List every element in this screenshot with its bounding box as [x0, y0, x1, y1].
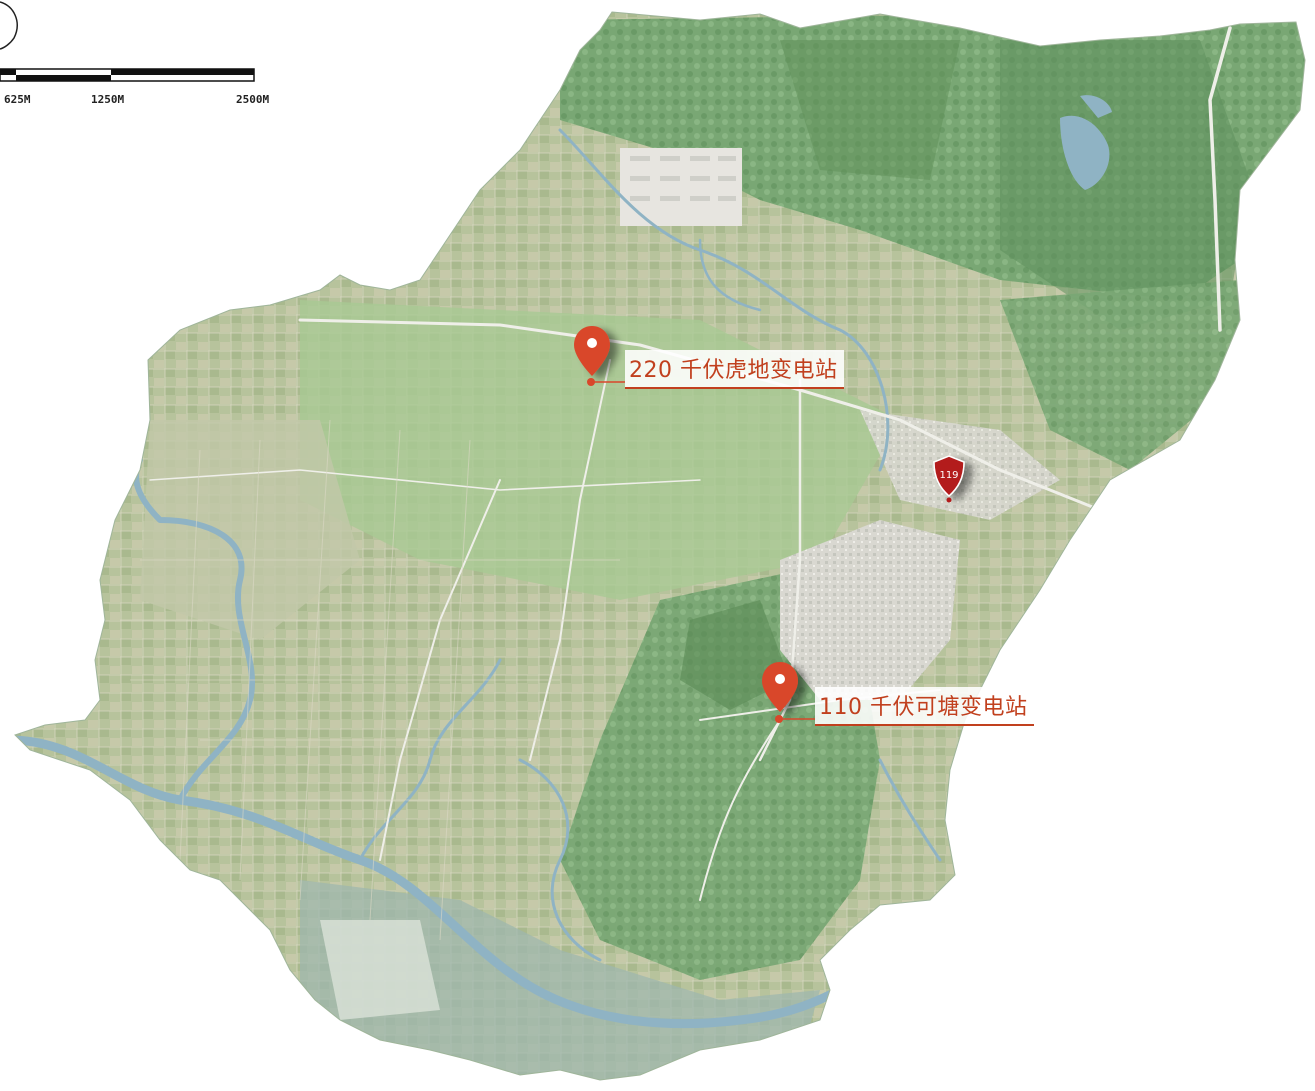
- ketang-substation-label[interactable]: 110 千伏可塘变电站: [815, 687, 1034, 726]
- fire-station-number: 119: [939, 470, 958, 481]
- marker-pin-icon[interactable]: [574, 326, 610, 376]
- region-boundary: [14, 11, 1306, 1081]
- scale-label-625: 625M: [4, 93, 31, 106]
- tiger-substation-label[interactable]: 220 千伏虎地变电站: [625, 350, 844, 389]
- fire-station-point-icon: [946, 497, 952, 503]
- fire-station-marker[interactable]: 119: [933, 455, 965, 498]
- scale-label-2500: 2500M: [236, 93, 270, 106]
- north-arrow-icon: [0, 1, 18, 50]
- scale-label-1250: 1250M: [91, 93, 125, 106]
- marker-pin-icon[interactable]: [762, 662, 798, 712]
- scale-bar: [0, 68, 255, 82]
